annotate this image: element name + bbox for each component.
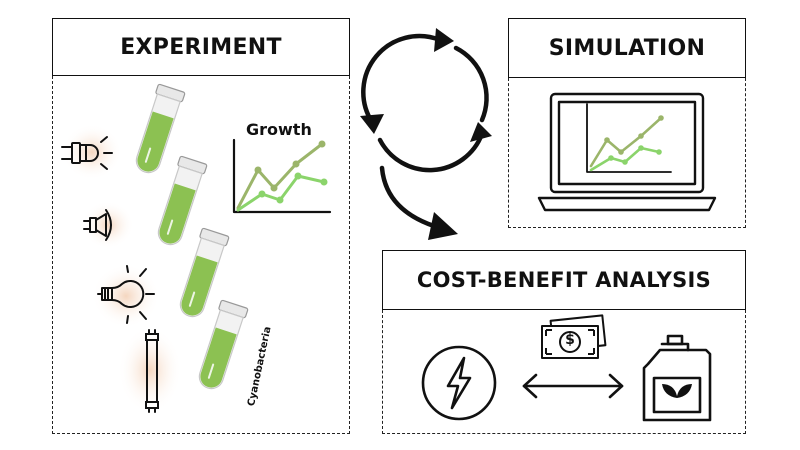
simulation-panel: SIMULATION [508,18,746,228]
money-bills-icon [541,314,607,359]
experiment-title: EXPERIMENT [52,18,350,76]
growth-chart-icon [232,138,332,214]
spotlight-bulb-icon [83,209,112,241]
test-tube-1 [130,82,187,178]
test-tube-4 [193,298,250,394]
double-arrow-icon [522,373,624,399]
cost-benefit-panel: COST-BENEFIT ANALYSIS [382,250,746,434]
cost-benefit-content-frame [382,310,746,434]
test-tube-2 [152,154,209,250]
experiment-panel: EXPERIMENT [52,18,350,434]
biofuel-can-icon [642,334,712,422]
simulation-content-frame [508,78,746,228]
light-bulb-icon [97,265,155,324]
arrow-to-cost-benefit-icon [379,165,458,240]
led-plug-light-icon [61,136,113,170]
growth-label: Growth [246,120,312,139]
energy-lightning-icon [421,345,497,421]
fluorescent-tube-icon [145,329,159,413]
experiment-content-frame [52,76,350,434]
cycle-arrows-icon [360,28,492,173]
currency-symbol: $ [565,332,575,348]
simulation-title: SIMULATION [508,18,746,78]
cost-benefit-title: COST-BENEFIT ANALYSIS [382,250,746,310]
laptop-chart-icon [537,92,717,212]
